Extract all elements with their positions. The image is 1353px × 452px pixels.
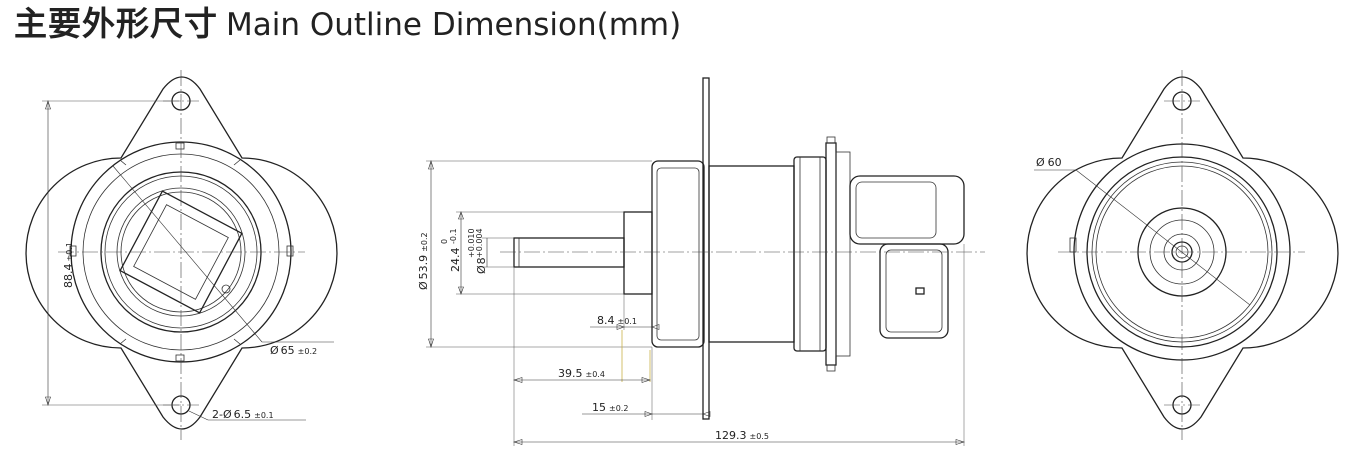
dim-88-4-label: 88.4±0.1	[62, 242, 75, 288]
dim-24-4-tol-upper: 0	[440, 239, 449, 244]
shaft	[513, 237, 625, 268]
dim-39-5-label: 39.5±0.4	[558, 367, 605, 380]
left-flange-outline	[25, 76, 338, 430]
side-view	[426, 77, 985, 446]
dim-24-4-tol-lower: -0.1	[449, 228, 458, 244]
middle-body	[708, 165, 795, 343]
dim-dia-53-9-label: Ø53.9±0.2	[417, 232, 430, 290]
right-view	[1026, 70, 1339, 440]
connector-plug	[879, 243, 949, 339]
dim-dia-8-label: Ø8	[475, 257, 488, 274]
front-body	[651, 160, 705, 348]
dim-15-label: 15±0.2	[592, 401, 628, 414]
right-flange-outline	[1026, 76, 1339, 430]
dim-dia-8-tol-upper: +0.010	[467, 228, 476, 258]
dim-dia-8-tol-lower: +0.004	[475, 228, 484, 258]
dim-129-3-label: 129.3±0.5	[715, 429, 769, 442]
rear-housing	[793, 156, 827, 352]
dim-24-4-label: 24.4	[449, 248, 462, 273]
title-english: Main Outline Dimension(mm)	[226, 7, 682, 43]
title-chinese: 主要外形尺寸	[14, 4, 218, 43]
left-view	[25, 70, 338, 440]
left-square-body	[119, 190, 243, 314]
connector-top	[849, 175, 965, 245]
dim-8-4-label: 8.4±0.1	[597, 314, 637, 327]
